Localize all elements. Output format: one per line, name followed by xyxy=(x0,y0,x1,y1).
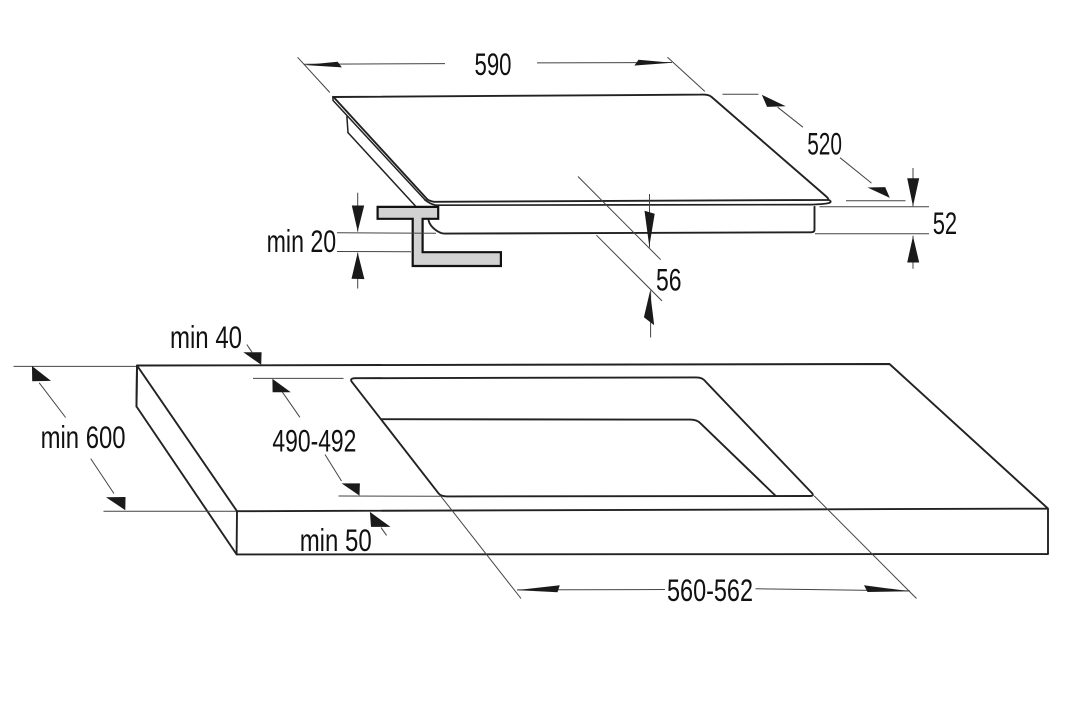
svg-text:min 40: min 40 xyxy=(170,319,242,355)
svg-text:590: 590 xyxy=(475,46,512,82)
svg-text:520: 520 xyxy=(807,125,842,161)
svg-text:560-562: 560-562 xyxy=(667,572,753,608)
svg-text:min 20: min 20 xyxy=(267,223,337,259)
svg-text:490-492: 490-492 xyxy=(272,422,356,458)
svg-text:56: 56 xyxy=(656,261,682,297)
svg-text:min 600: min 600 xyxy=(41,419,126,455)
svg-text:52: 52 xyxy=(933,205,957,241)
svg-text:min 50: min 50 xyxy=(300,522,372,558)
